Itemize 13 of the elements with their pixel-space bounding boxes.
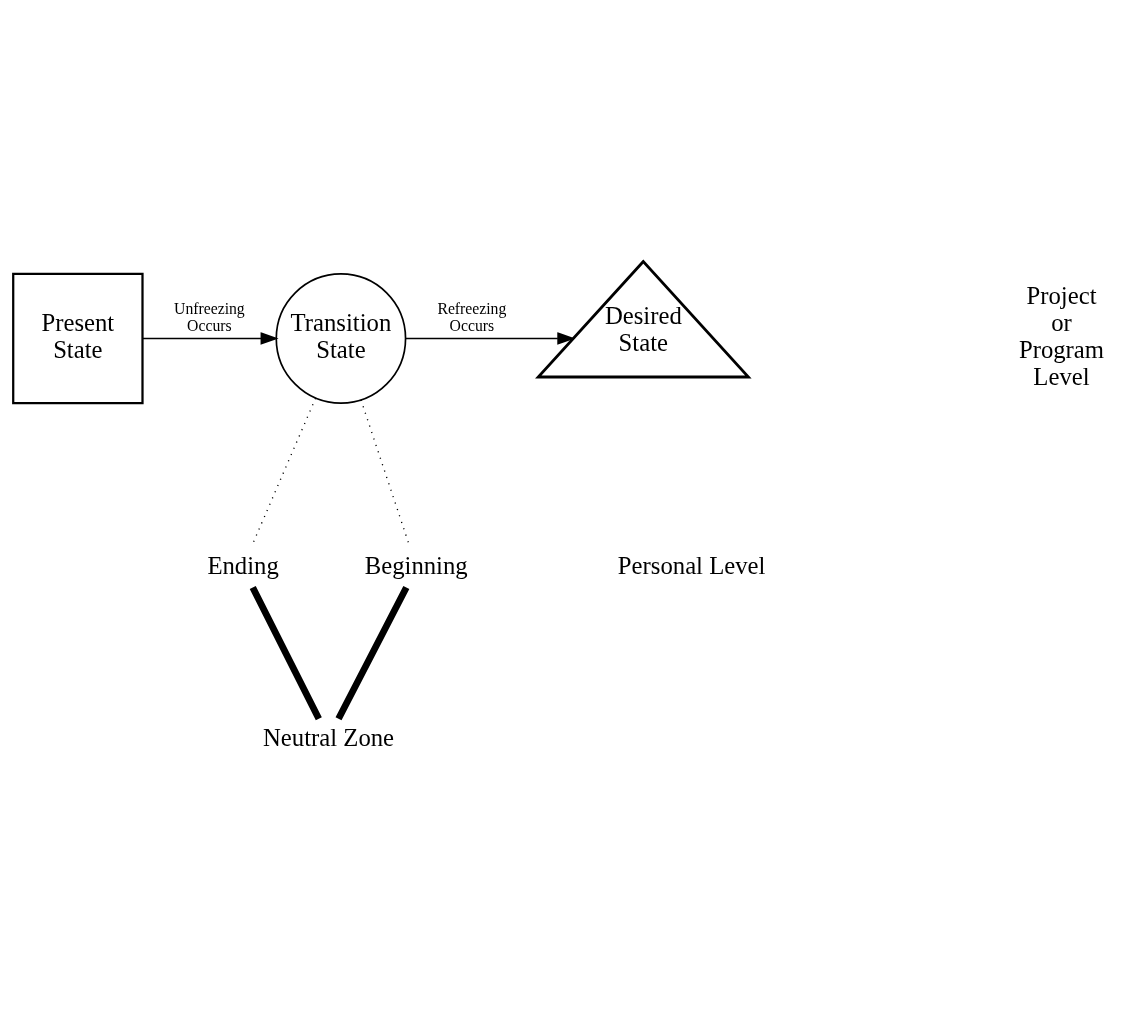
arrow (141, 331, 279, 345)
node-text: Beginning (364, 551, 468, 579)
node-text: Neutral Zone (263, 723, 395, 751)
connector (335, 585, 410, 720)
node-circle: Transition State (275, 272, 407, 404)
edge-label: Refreezing Occurs (437, 299, 507, 334)
node-text: Ending (207, 551, 279, 579)
label: Personal Level (617, 551, 766, 579)
node-box: Present State (12, 272, 144, 404)
arrow (404, 331, 576, 345)
label: Project or Program Level (1018, 281, 1105, 390)
edge-label: Unfreezing Occurs (174, 299, 245, 334)
connector (249, 585, 322, 720)
